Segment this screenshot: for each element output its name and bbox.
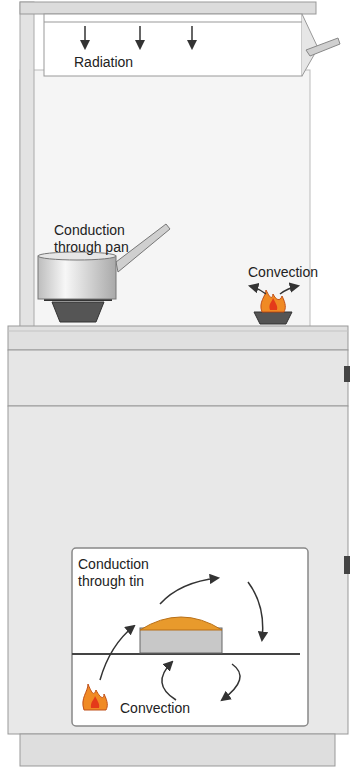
convection-arrow: [250, 286, 266, 294]
flame: [83, 684, 107, 710]
heat-label: Convection: [120, 700, 210, 717]
heat-label: Conduction through pan: [54, 222, 138, 256]
plinth: [20, 734, 335, 766]
convection-arrow: [222, 664, 240, 700]
gas-burner: [52, 302, 104, 322]
grill-side: [302, 14, 318, 76]
grill-panel: [44, 14, 302, 76]
side-rail: [20, 2, 34, 328]
control-panel: [8, 350, 348, 406]
flame-core: [269, 298, 277, 310]
oven-door: [8, 406, 348, 734]
grill-handle: [306, 38, 340, 56]
splash-back: [20, 70, 310, 328]
hob-top: [8, 326, 348, 350]
radiation-arrow: [191, 26, 193, 48]
radiation-arrow: [84, 26, 86, 48]
heat-label: Radiation: [74, 54, 164, 71]
convection-arrow: [280, 286, 298, 294]
convection-arrow: [162, 662, 176, 700]
convection-arrow: [100, 626, 134, 680]
grill-hood-top: [20, 2, 316, 14]
heat-label: Convection: [248, 264, 338, 281]
radiation-arrow: [139, 26, 141, 48]
heat-label: Conduction through tin: [78, 556, 148, 590]
convection-arrow: [248, 582, 263, 640]
cake-tin: [140, 628, 222, 653]
flame-core: [91, 696, 99, 708]
oven-window: [72, 548, 308, 726]
cake: [140, 617, 222, 630]
saucepan: [38, 256, 116, 299]
gas-burner: [254, 312, 292, 324]
grill-element: [44, 22, 302, 23]
convection-arrow: [160, 578, 218, 604]
control-knob: [344, 366, 350, 382]
door-handle: [344, 556, 350, 574]
hob-edge: [8, 331, 348, 332]
